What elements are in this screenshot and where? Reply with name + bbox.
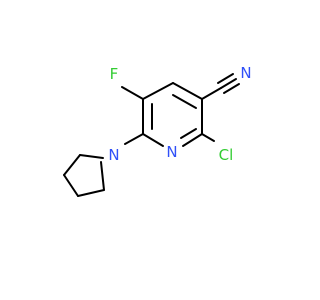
atom-pyrrolidine-nitrogen-label: N: [108, 146, 119, 164]
nitrile-bond-1: [220, 78, 237, 89]
bond-c3-c4: [172, 82, 203, 100]
bond-n1-c2-inner: [180, 128, 197, 139]
pyridine-ring: [142, 82, 203, 147]
bond-c6-npyr: [124, 133, 144, 145]
atom-chlorine-label: Cl: [219, 146, 234, 164]
bond-c3-c4-inner: [172, 94, 197, 109]
bond-c2-cl: [201, 133, 215, 142]
bond-n1-c2: [182, 133, 203, 147]
bond-cd-npyr: [79, 154, 104, 159]
atom-ring-nitrogen-label: N: [166, 143, 177, 161]
bond-npyr-ca: [100, 161, 105, 191]
atom-nitrile-nitrogen-label: N: [240, 64, 251, 82]
bond-ca-cb: [77, 189, 105, 197]
atom-fluorine-label: F: [110, 65, 119, 83]
bond-cb-cc: [63, 174, 79, 197]
bond-c4-c5: [142, 82, 174, 100]
nitrile-bond-3: [223, 83, 240, 94]
pyrrolidine-ring: [63, 154, 105, 197]
bond-c3-cn: [201, 87, 222, 100]
bond-cc-cd: [63, 154, 81, 176]
substituent-bonds: [121, 86, 222, 145]
bond-c5-f: [121, 86, 144, 100]
molecule-structure-diagram: F Cl N N N: [63, 64, 252, 197]
nitrile-bond-2: [217, 73, 234, 84]
nitrile-triple-bond: [217, 73, 240, 94]
bond-c6-n1: [142, 133, 164, 147]
